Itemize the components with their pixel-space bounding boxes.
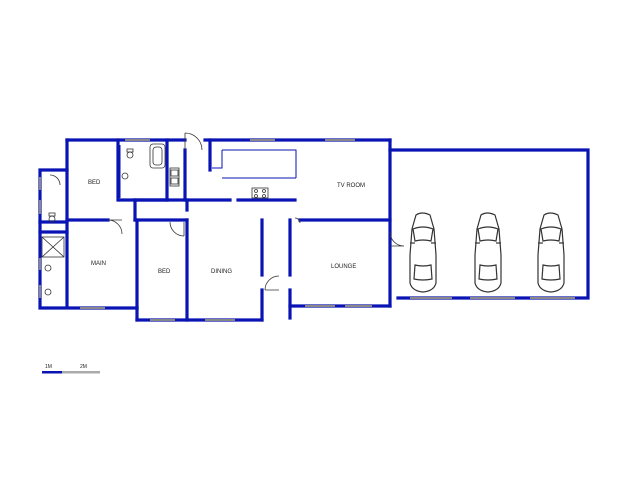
car-icon (474, 212, 502, 293)
room-label-bed-2: BED (158, 269, 171, 275)
doors (49, 132, 405, 291)
car-icon (537, 212, 565, 293)
shower (41, 236, 65, 258)
scale-bar: 1M 2M (42, 364, 100, 374)
scale-label-2m: 2M (80, 364, 87, 370)
room-label-tv-room: TV ROOM (337, 183, 365, 189)
walls (38, 138, 590, 322)
windows (39, 139, 575, 321)
room-label-lounge: LOUNGE (331, 264, 356, 270)
sink-unit (169, 167, 180, 187)
basin-1 (121, 172, 129, 180)
wall-lines-thin (119, 145, 297, 198)
basin-3 (44, 288, 52, 296)
cars (409, 212, 565, 293)
room-label-main: MAIN (91, 261, 106, 267)
bathtub (149, 143, 166, 169)
fixtures (41, 143, 269, 296)
basin-2 (44, 264, 52, 272)
car-icon (409, 212, 437, 293)
scale-label-1m: 1M (45, 364, 52, 370)
toilet-1 (126, 151, 134, 159)
room-labels: BED MAIN BED DINING TV ROOM LOUNGE (88, 180, 365, 275)
stove (251, 187, 269, 199)
room-label-dining: DINING (211, 269, 232, 275)
room-label-bed-1: BED (88, 180, 101, 186)
